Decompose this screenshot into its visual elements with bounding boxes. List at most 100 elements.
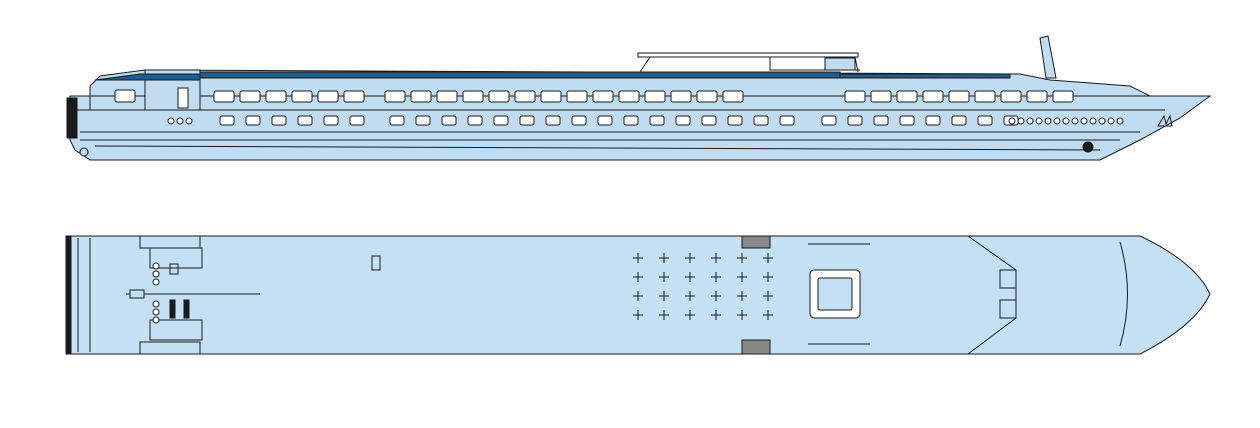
sun-lounger — [711, 291, 721, 301]
porthole — [167, 117, 175, 125]
aft-structure-bottom — [139, 341, 201, 355]
window — [675, 115, 691, 126]
window — [925, 115, 941, 126]
sun-lounger — [659, 310, 669, 320]
small-box — [169, 263, 179, 275]
sun-lounger — [685, 272, 695, 282]
bow-box-top — [999, 269, 1017, 289]
sun-lounger — [711, 310, 721, 320]
window — [1000, 90, 1022, 103]
crane-base — [129, 289, 145, 299]
roof-band — [199, 71, 841, 79]
sun-lounger — [763, 253, 773, 263]
deck-ring — [152, 270, 160, 278]
porthole — [1035, 117, 1043, 125]
bow-logo-icon — [1157, 114, 1173, 127]
window — [462, 90, 484, 103]
window — [488, 90, 510, 103]
mid-hatch — [371, 255, 381, 271]
sun-lounger — [685, 253, 695, 263]
sun-lounger — [633, 272, 643, 282]
stair-bar — [183, 299, 190, 319]
window — [701, 115, 717, 126]
window — [1052, 90, 1074, 103]
porthole — [1026, 117, 1034, 125]
sun-lounger — [737, 253, 747, 263]
window — [722, 90, 744, 103]
porthole — [1053, 117, 1061, 125]
sun-lounger — [685, 291, 695, 301]
window — [618, 90, 640, 103]
wheelhouse-top-inner — [817, 277, 853, 311]
sun-lounger — [763, 291, 773, 301]
anchor-icon — [1082, 141, 1094, 153]
side-profile-view — [66, 35, 1212, 161]
window — [467, 115, 483, 126]
window — [349, 115, 365, 126]
window — [265, 90, 287, 103]
window — [649, 115, 665, 126]
deck-ring — [152, 316, 160, 324]
window — [389, 115, 405, 126]
sun-lounger — [633, 291, 643, 301]
sun-lounger — [685, 310, 695, 320]
window — [727, 115, 743, 126]
deck-ring — [152, 278, 160, 286]
sun-deck-top-view — [65, 235, 1211, 355]
window — [670, 90, 692, 103]
window — [245, 115, 261, 126]
window — [821, 115, 837, 126]
window — [415, 115, 431, 126]
window — [873, 115, 889, 126]
sun-lounger — [711, 253, 721, 263]
sun-lounger — [737, 310, 747, 320]
window — [974, 90, 996, 103]
window — [592, 90, 614, 103]
sun-lounger — [711, 272, 721, 282]
porthole — [185, 117, 193, 125]
hull — [69, 95, 1212, 161]
deck-ring — [152, 300, 160, 308]
window — [441, 115, 457, 126]
window — [977, 115, 993, 126]
sun-lounger — [659, 253, 669, 263]
porthole — [1071, 117, 1079, 125]
window — [597, 115, 613, 126]
roof-band-fwd — [839, 73, 1011, 79]
canopy-windscreen — [824, 57, 856, 71]
porthole — [1017, 117, 1025, 125]
hull-stripe — [94, 145, 1101, 151]
window — [493, 115, 509, 126]
lower-windows — [219, 115, 1019, 126]
sun-lounger — [763, 310, 773, 320]
aft-window — [114, 89, 136, 103]
deck-outline — [67, 235, 1211, 355]
window — [291, 90, 313, 103]
window — [519, 115, 535, 126]
window — [436, 90, 458, 103]
window — [896, 90, 918, 103]
window — [899, 115, 915, 126]
portholes — [167, 117, 1124, 125]
aft-box — [149, 247, 203, 269]
porthole — [1044, 117, 1052, 125]
window — [297, 115, 313, 126]
wheelhouse-door — [177, 87, 189, 109]
deck-ring — [152, 308, 160, 316]
sun-lounger — [737, 272, 747, 282]
sun-lounger — [763, 272, 773, 282]
window — [343, 90, 365, 103]
window — [753, 115, 769, 126]
aft-stern — [66, 97, 78, 139]
canopy — [637, 52, 859, 58]
stern-edge — [65, 235, 72, 355]
bow-inner-line — [1119, 241, 1128, 347]
window — [922, 90, 944, 103]
grating-top — [741, 235, 771, 249]
porthole — [1098, 117, 1106, 125]
porthole — [1062, 117, 1070, 125]
sun-lounger — [633, 253, 643, 263]
bow-structure — [967, 235, 1017, 355]
